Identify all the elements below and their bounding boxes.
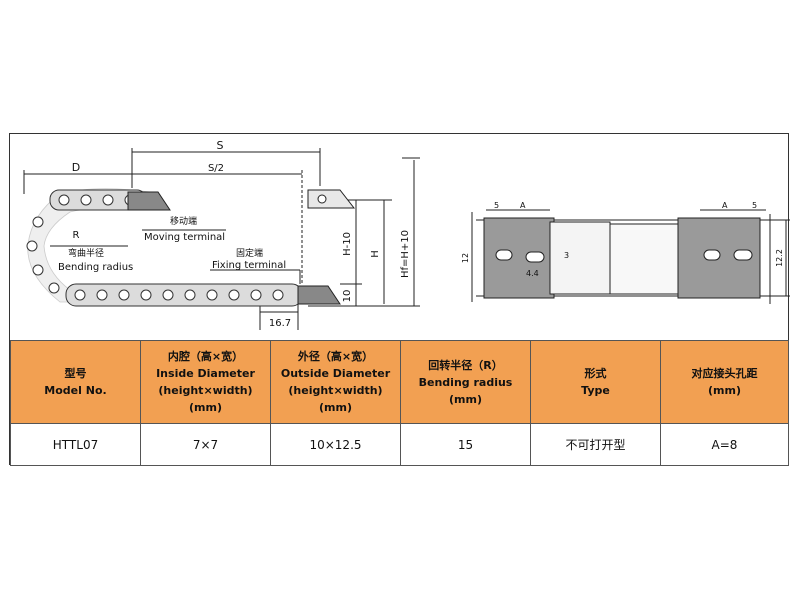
label-d: D <box>72 161 80 174</box>
label-end-12-2: 12.2 <box>775 249 784 267</box>
header-bending-en: Bending radius <box>418 375 513 389</box>
spec-sheet: S S/2 D R 移动端 Moving terminal 弯曲半径 Bendi… <box>9 133 790 466</box>
cell-bending: 15 <box>400 423 531 466</box>
header-inside-en: Inside Diameter <box>156 367 255 380</box>
header-type: 形式 Type <box>530 340 661 424</box>
header-inside: 内腔（高×宽） Inside Diameter (height×width) (… <box>140 340 271 424</box>
label-end-5-right: 5 <box>752 201 757 210</box>
header-type-cn: 形式 <box>584 367 607 380</box>
cell-model: HTTL07 <box>10 423 141 466</box>
spec-table: 型号 Model No. 内腔（高×宽） Inside Diameter (he… <box>10 340 789 466</box>
header-model: 型号 Model No. <box>10 340 141 424</box>
slot-left-1 <box>495 249 513 261</box>
link-body-right <box>609 223 679 295</box>
label-fixing-cn: 固定端 <box>236 247 263 259</box>
header-bending-cn: 回转半径（R） <box>428 358 503 372</box>
cell-hole-distance: A=8 <box>660 423 789 466</box>
label-bending-cn: 弯曲半径 <box>68 247 104 259</box>
spec-table-header-row: 型号 Model No. 内腔（高×宽） Inside Diameter (he… <box>10 340 789 424</box>
header-outside-sub: (height×width) <box>288 384 383 397</box>
header-bending-unit: (mm) <box>449 392 482 406</box>
moving-terminal-bracket <box>127 191 171 211</box>
label-16-7: 16.7 <box>269 318 291 329</box>
header-model-en: Model No. <box>44 384 107 397</box>
label-h10: H-10 <box>342 232 353 256</box>
label-s: S <box>217 139 224 152</box>
header-model-cn: 型号 <box>64 367 87 380</box>
technical-drawing: S S/2 D R 移动端 Moving terminal 弯曲半径 Bendi… <box>10 134 790 340</box>
label-h: H <box>370 250 381 258</box>
label-end-a-left: A <box>520 201 526 210</box>
header-hole-distance: 对应接头孔距 (mm) <box>660 340 789 424</box>
label-moving-en: Moving terminal <box>144 232 225 243</box>
detached-bracket <box>307 189 356 209</box>
label-r: R <box>73 230 80 241</box>
slot-left-2 <box>525 251 545 263</box>
label-bending-en: Bending radius <box>58 262 133 273</box>
header-type-en: Type <box>581 384 610 397</box>
header-hole-distance-cn: 对应接头孔距 <box>691 367 758 380</box>
cell-outside: 10×12.5 <box>270 423 401 466</box>
label-fixing-en: Fixing terminal <box>212 260 286 271</box>
label-s-half: S/2 <box>208 163 224 174</box>
link-body-center <box>549 221 611 295</box>
header-inside-sub: (height×width) <box>158 384 253 397</box>
label-moving-cn: 移动端 <box>170 215 197 227</box>
label-hf: Hf=H+10 <box>400 230 411 278</box>
label-end-5-left: 5 <box>494 201 499 210</box>
header-inside-unit: (mm) <box>189 401 222 414</box>
fixing-terminal-bracket <box>297 285 341 305</box>
detached-bracket-hole <box>317 194 327 204</box>
label-end-a-right: A <box>722 201 728 210</box>
slot-right-1 <box>703 249 721 261</box>
header-outside: 外径（高×宽） Outside Diameter (height×width) … <box>270 340 401 424</box>
drawing-svg: S S/2 D R 移动端 Moving terminal 弯曲半径 Bendi… <box>23 139 790 330</box>
header-outside-cn: 外径（高×宽） <box>297 350 374 363</box>
header-inside-cn: 内腔（高×宽） <box>167 350 244 363</box>
header-hole-distance-unit: (mm) <box>708 384 741 397</box>
label-end-4-4: 4.4 <box>526 269 539 278</box>
label-10: 10 <box>342 290 353 303</box>
cell-inside: 7×7 <box>140 423 271 466</box>
table-row: HTTL07 7×7 10×12.5 15 不可打开型 A=8 <box>10 423 789 466</box>
slot-right-2 <box>733 249 753 261</box>
header-outside-unit: (mm) <box>319 401 352 414</box>
cell-type: 不可打开型 <box>530 423 661 466</box>
label-end-12: 12 <box>461 253 470 263</box>
header-bending: 回转半径（R） Bending radius (mm) <box>400 340 531 424</box>
header-outside-en: Outside Diameter <box>280 367 391 380</box>
label-end-3: 3 <box>564 251 569 260</box>
